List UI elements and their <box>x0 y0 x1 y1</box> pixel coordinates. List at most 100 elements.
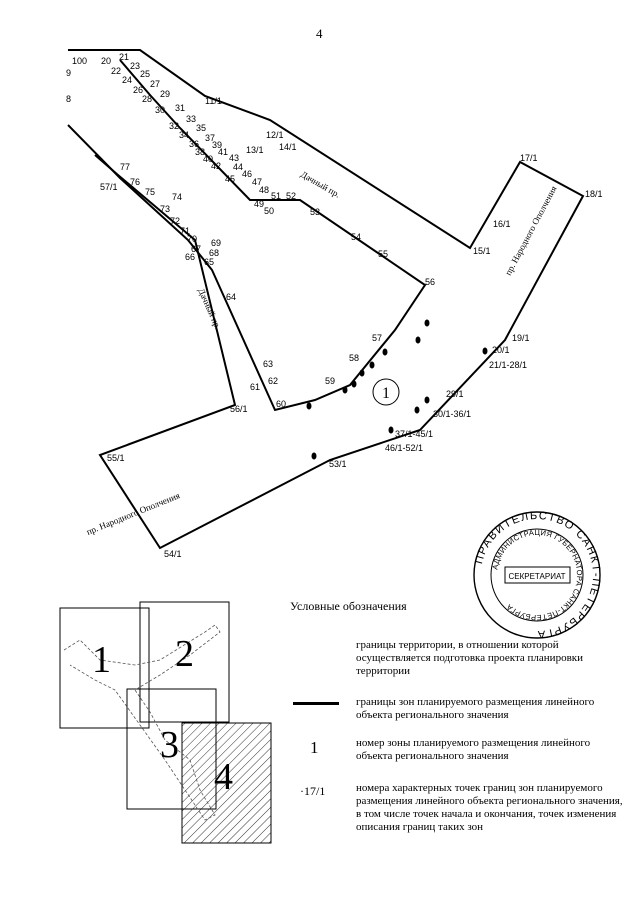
street-label-dachny-left: Дачный пр. <box>196 287 223 331</box>
point-label: 59 <box>325 376 335 386</box>
zone-boundary-upper-inner <box>67 59 427 412</box>
point-label: 68 <box>209 248 219 258</box>
point-label: 27 <box>150 79 160 89</box>
legend-item-points-text: номера характерных точек границ зон план… <box>356 782 623 833</box>
street-label-dachny-upper: Дачный пр. <box>299 169 342 200</box>
index-sheet-4-label: 4 <box>214 756 233 798</box>
point-label: 75 <box>145 187 155 197</box>
point-label: 100 <box>72 56 87 66</box>
point-label: 53 <box>310 207 320 217</box>
point-label: 24 <box>122 75 132 85</box>
legend-item-zone-boundary-text: границы зон планируемого размещения лине… <box>356 696 595 721</box>
point-label: 55/1 <box>107 453 125 463</box>
point-label: 12/1 <box>266 130 284 140</box>
point-label: 69 <box>211 238 221 248</box>
point-label: 21/1-28/1 <box>489 360 527 370</box>
index-map-territory-outline <box>63 624 221 821</box>
index-map <box>59 601 272 844</box>
point-label: 70 <box>187 234 197 244</box>
point-label: 48 <box>259 185 269 195</box>
point-label: 46/1-52/1 <box>385 443 423 453</box>
point-label: 18/1 <box>585 189 603 199</box>
point-label: 40 <box>203 154 213 164</box>
point-label: 54 <box>351 232 361 242</box>
point-label: 72 <box>170 216 180 226</box>
legend-item-zone-number-text: номер зоны планируемого размещения линей… <box>356 737 591 762</box>
point-label: 34 <box>179 130 189 140</box>
point-label: 35 <box>196 123 206 133</box>
point-label: 76 <box>130 177 140 187</box>
point-label: 8 <box>66 94 71 104</box>
point-label: 73 <box>160 204 170 214</box>
point-label: 29/1 <box>446 389 464 399</box>
point-label: 60 <box>276 399 286 409</box>
legend-zone-line-symbol <box>293 702 339 705</box>
point-label: 57/1 <box>100 182 118 192</box>
point-label: 14/1 <box>279 142 297 152</box>
point-label: 66 <box>185 252 195 262</box>
street-label-narodnogo-lower: пр. Народного Ополчения <box>85 490 181 537</box>
point-label: 63 <box>263 359 273 369</box>
sheet-1-frame <box>59 607 150 729</box>
point-label: 21 <box>119 52 129 62</box>
point-label: 26 <box>133 85 143 95</box>
point-label: 23 <box>130 61 140 71</box>
legend-title: Условные обозначения <box>290 599 407 613</box>
street-label-narodnogo-right: пр. Народного Ополчения <box>503 184 559 277</box>
point-label: 9 <box>66 68 71 78</box>
index-sheet-2-label: 2 <box>175 633 194 675</box>
point-label: 29 <box>160 89 170 99</box>
zone-boundary-upper <box>68 49 585 550</box>
index-sheet-1-label: 1 <box>92 639 111 681</box>
point-label: 51 <box>271 191 281 201</box>
point-label: 44 <box>233 162 243 172</box>
point-label: 36 <box>189 139 199 149</box>
point-label: 71 <box>180 226 190 236</box>
legend-item-territory-text: границы территории, в отношении которой … <box>356 639 583 677</box>
stamp-center-text: СЕКРЕТАРИАТ <box>508 572 565 581</box>
point-label: 77 <box>120 162 130 172</box>
point-label: 53/1 <box>329 459 347 469</box>
point-label: 50 <box>264 206 274 216</box>
point-label: 67 <box>191 244 201 254</box>
point-label: 28 <box>142 94 152 104</box>
point-label: 56/1 <box>230 404 248 414</box>
point-label: 74 <box>172 192 182 202</box>
point-label: 20/1 <box>492 345 510 355</box>
point-label: 39 <box>212 140 222 150</box>
point-label: 13/1 <box>246 145 264 155</box>
point-label: 55 <box>378 249 388 259</box>
point-label: 20 <box>101 56 111 66</box>
point-label: 65 <box>204 257 214 267</box>
sheet-4-frame <box>181 722 272 844</box>
point-label: 31 <box>175 103 185 113</box>
page-number: 4 <box>316 26 323 41</box>
point-label: 56 <box>425 277 435 287</box>
point-label: 43 <box>229 153 239 163</box>
point-label: 41 <box>218 147 228 157</box>
point-label: 49 <box>254 199 264 209</box>
point-label: 37 <box>205 133 215 143</box>
point-label: 38 <box>195 147 205 157</box>
legend-point-symbol: ·17/1 <box>300 784 326 798</box>
point-label: 33 <box>186 114 196 124</box>
point-label: 54/1 <box>164 549 182 559</box>
point-label: 42 <box>211 161 221 171</box>
point-label: 62 <box>268 376 278 386</box>
point-label: 30 <box>155 105 165 115</box>
point-label: 30/1-36/1 <box>433 409 471 419</box>
government-stamp: ПРАВИТЕЛЬСТВО САНКТ-ПЕТЕРБУРГА АДМИНИСТР… <box>473 510 601 640</box>
point-labels: 9 8 100 20 21 22 23 24 25 26 27 28 29 30… <box>66 52 603 559</box>
legend-zone-number-symbol: 1 <box>310 738 319 757</box>
point-label: 61 <box>250 382 260 392</box>
point-label: 46 <box>242 169 252 179</box>
point-label: 37/1-45/1 <box>395 429 433 439</box>
point-label: 32 <box>169 121 179 131</box>
point-label: 25 <box>140 69 150 79</box>
point-dots <box>306 319 488 460</box>
zone-circle <box>372 378 400 406</box>
point-label: 16/1 <box>493 219 511 229</box>
point-label: 58 <box>349 353 359 363</box>
point-label: 52 <box>286 191 296 201</box>
